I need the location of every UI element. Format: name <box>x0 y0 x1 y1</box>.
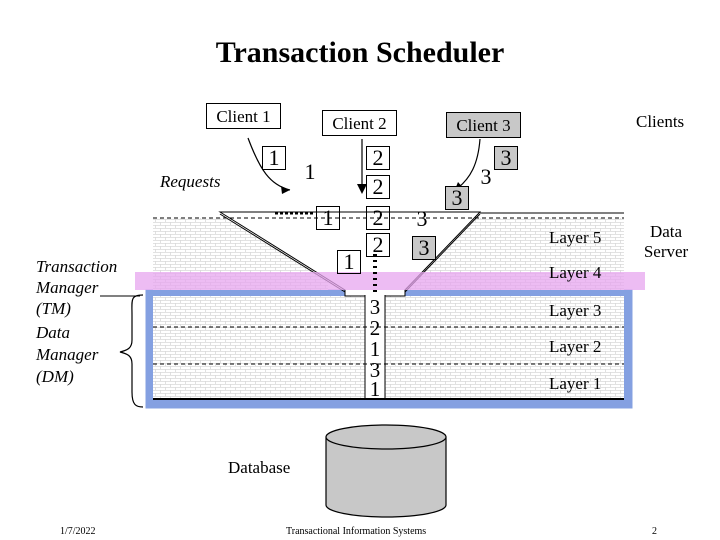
page-title: Transaction Scheduler <box>215 36 505 69</box>
queue-column <box>365 295 385 399</box>
c2-request-4: 2 <box>366 233 390 257</box>
c3-request-5: 3 <box>412 236 436 260</box>
footer-title: Transactional Information Systems <box>286 526 427 537</box>
c3-request-4: 3 <box>416 206 428 231</box>
arrowhead-client2 <box>357 184 367 194</box>
clients-label: Clients <box>636 112 685 131</box>
tm-band <box>135 272 645 290</box>
dm-label-line-3: (DM) <box>36 367 74 386</box>
c1-request-2: 1 <box>304 159 316 184</box>
data-server-label: Data Server <box>639 222 693 262</box>
footer-date: 1/7/2022 <box>60 526 96 537</box>
queue-item-4: 3 <box>369 358 381 382</box>
data-server-line-2: Server <box>643 242 689 261</box>
brick-area-bottom <box>153 296 624 399</box>
c2-request-3: 2 <box>366 206 390 230</box>
layer-2-label: Layer 2 <box>549 337 602 356</box>
database-cylinder <box>325 436 447 518</box>
c3-request-3: 3 <box>445 186 469 210</box>
queue-item-5: 1 <box>369 377 381 401</box>
c3-request-1: 3 <box>494 146 518 170</box>
c2-request-1: 2 <box>366 146 390 170</box>
tm-label: Transaction Manager (TM) <box>36 256 117 319</box>
queue-item-3: 1 <box>369 337 381 361</box>
layer-4-label: Layer 4 <box>549 263 602 282</box>
tm-label-line-2: Manager <box>36 278 99 297</box>
dm-label: Data Manager (DM) <box>36 322 98 388</box>
queue-item-1: 3 <box>369 295 381 319</box>
layer-5-label: Layer 5 <box>549 228 602 247</box>
dm-label-line-2: Manager <box>36 345 99 364</box>
layer-3-label: Layer 3 <box>549 301 602 320</box>
c1-request-3: 1 <box>316 206 340 230</box>
arrowhead-client1 <box>281 186 290 194</box>
queue-item-2: 2 <box>369 316 381 340</box>
database-label: Database <box>228 458 291 477</box>
database-top <box>325 424 447 450</box>
c1-request-4: 1 <box>337 250 361 274</box>
client-2-box: Client 2 <box>322 110 397 136</box>
c3-request-2: 3 <box>480 164 492 189</box>
data-server-line-1: Data <box>649 222 683 241</box>
c2-request-2: 2 <box>366 175 390 199</box>
tm-label-line-3: (TM) <box>36 299 71 318</box>
requests-label: Requests <box>160 172 221 191</box>
client-3-box: Client 3 <box>446 112 521 138</box>
client-1-box: Client 1 <box>206 103 281 129</box>
tm-label-line-1: Transaction <box>36 257 118 276</box>
footer-page-number: 2 <box>652 526 657 537</box>
layer-1-label: Layer 1 <box>549 374 602 393</box>
c1-request-1: 1 <box>262 146 286 170</box>
dm-label-line-1: Data <box>36 323 70 342</box>
tm-dm-bracket <box>119 294 144 408</box>
